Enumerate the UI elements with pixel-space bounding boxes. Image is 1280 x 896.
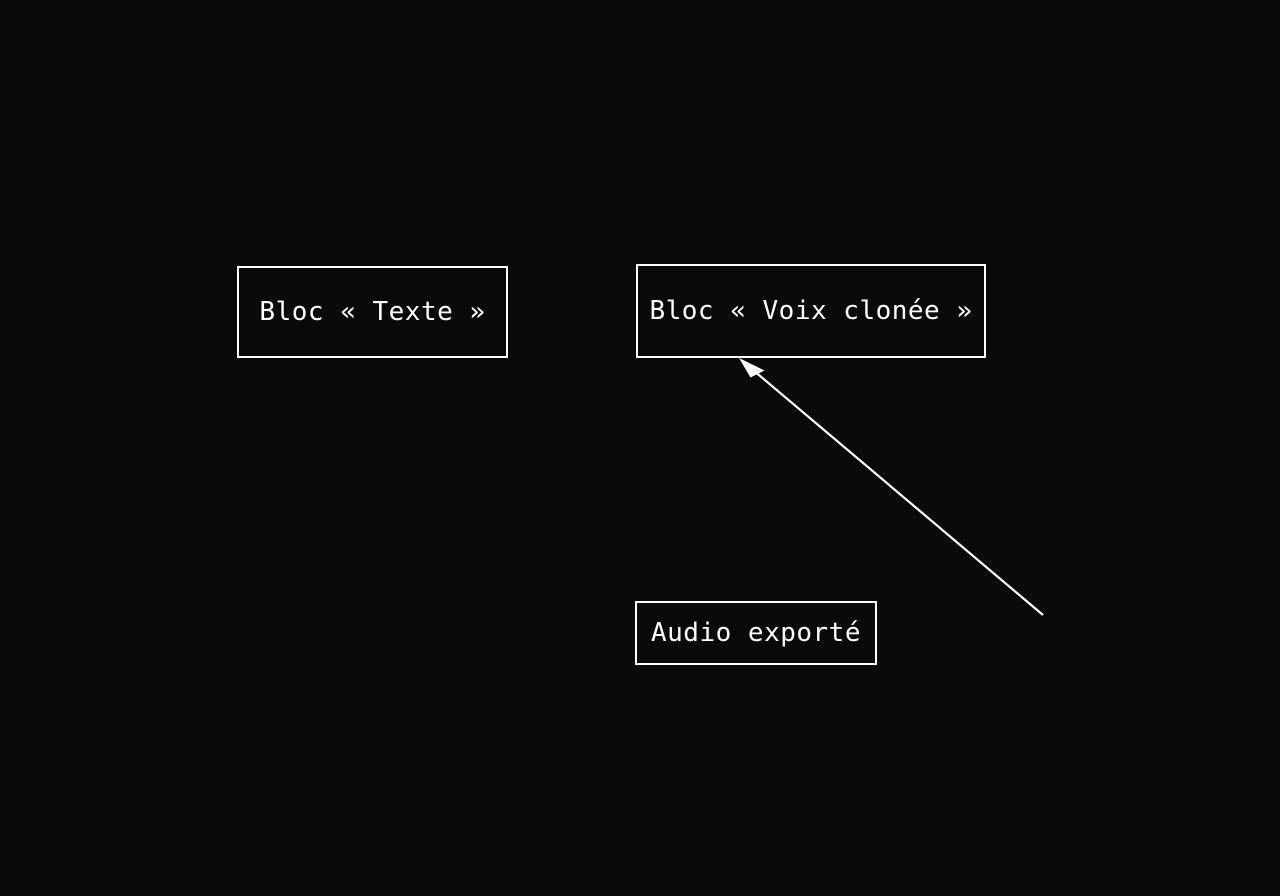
node-exported-audio-block[interactable]: Audio exporté: [635, 601, 877, 665]
node-cloned-voice-block[interactable]: Bloc « Voix clonée »: [636, 264, 986, 358]
node-text-block[interactable]: Bloc « Texte »: [237, 266, 508, 358]
node-exported-audio-block-label: Audio exporté: [651, 618, 861, 648]
node-cloned-voice-block-label: Bloc « Voix clonée »: [649, 296, 973, 326]
edge-arrowhead-icon: [739, 358, 765, 378]
node-text-block-label: Bloc « Texte »: [259, 297, 486, 327]
edge-to-cloned-voice: [739, 358, 1044, 616]
edge-line: [752, 369, 1044, 616]
